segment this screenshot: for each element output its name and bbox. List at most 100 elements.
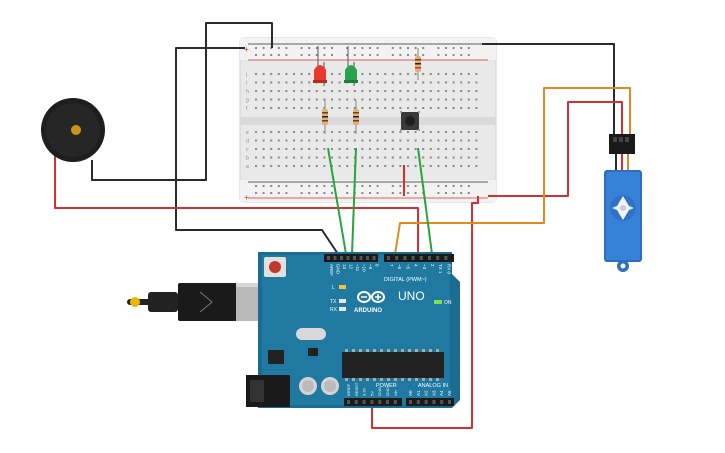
digital-pin[interactable] [395,256,399,260]
digital-pin[interactable] [436,256,440,260]
power-pin[interactable] [354,400,358,404]
wires [54,22,631,429]
digital-pin[interactable] [327,256,330,260]
digital-pin-label: 4 [414,264,419,267]
power-header-pins [347,400,451,404]
power-header-label: POWER [376,383,397,389]
rx-label: RX [330,307,338,313]
power-pin[interactable] [378,400,382,404]
wire-green-green-led[interactable] [351,147,357,255]
analog-pin[interactable] [424,400,428,404]
analog-pin-label: A1 [416,390,421,396]
piezo-buzzer[interactable] [41,98,105,162]
brand-label: ARDUINO [354,308,382,314]
digital-pin[interactable] [353,256,356,260]
digital-pin[interactable] [428,256,431,260]
wire-orange-servo-signal[interactable] [394,87,631,255]
digital-header-label: DIGITAL (PWM~) [384,277,427,283]
power-pin[interactable] [393,400,397,404]
digital-pin[interactable] [366,256,369,260]
digital-pin-label: 12 [349,264,354,270]
digital-pin-label: 13 [342,264,347,270]
wire-green-button[interactable] [417,147,433,255]
row-letter: i [246,81,247,87]
resistor-2[interactable] [353,100,359,134]
row-letter: c [246,147,249,153]
digital-pin-label: 2 [430,264,435,267]
digital-pin-label: RX 0 [446,264,451,275]
rail-plus-label-bottom: + [244,193,249,202]
power-pin-label: GND [377,387,382,396]
row-letter: b [246,156,249,162]
resistor-3[interactable] [415,48,421,80]
analog-pin[interactable] [432,400,436,404]
analog-pin[interactable] [440,400,444,404]
power-pin[interactable] [370,400,374,404]
analog-pin[interactable] [416,400,420,404]
wire-red-servo[interactable] [488,101,623,197]
analog-pin[interactable] [448,400,451,404]
power-pin[interactable] [347,400,350,404]
digital-pin-label: AREF [329,264,334,276]
analog-pin-label: A0 [408,390,413,396]
chip-pins [345,349,439,381]
wire-black-buzzer[interactable] [91,22,273,181]
led-green[interactable] [344,46,358,86]
model-label: UNO [398,289,425,303]
wire-red-5v[interactable] [371,196,479,429]
wire-black-servo[interactable] [482,43,615,135]
resistor-1[interactable] [322,100,328,134]
row-letter: h [246,89,249,95]
analog-pin-label: A3 [431,390,436,396]
power-pin-label: RESET [354,382,359,396]
digital-pin[interactable] [372,256,376,260]
power-pin-label: IOREF [346,383,351,396]
wire-green-red-led[interactable] [327,147,347,255]
micro-servo[interactable] [604,134,642,272]
digital-pin-label: TX 1 [438,264,443,274]
digital-pin-label: ~9 [368,264,373,270]
analog-pin[interactable] [409,400,412,404]
row-letter: d [246,139,249,145]
digital-pin[interactable] [333,256,337,260]
digital-pin[interactable] [359,256,363,260]
power-pin-label: Vin [393,390,398,396]
digital-pin[interactable] [403,256,407,260]
digital-pin[interactable] [340,256,343,260]
digital-pin-label: ~3 [422,264,427,270]
power-pin-label: 3.3V [362,387,367,396]
power-pin-label: 5V [369,391,374,396]
led-red[interactable] [313,46,327,86]
digital-pin[interactable] [411,256,415,260]
digital-pin[interactable] [444,256,448,260]
tx-label: TX [330,299,337,305]
row-letter: g [246,98,249,104]
analog-pin-label: A2 [424,390,429,396]
power-pin[interactable] [386,400,389,404]
pushbutton[interactable] [400,111,420,131]
digital-pin-label: 7 [389,264,394,267]
wire-red-buzzer[interactable] [54,150,419,254]
row-letter: j [245,72,247,78]
digital-pin-label: GND [336,264,341,275]
digital-pin-label: ~11 [355,264,360,272]
digital-pin-label: ~10 [362,264,367,272]
rail-plus-label: + [244,45,249,54]
arduino-logo [357,291,385,303]
wire-black-gnd[interactable] [175,47,339,255]
row-letter: e [246,130,249,136]
row-letter: a [246,164,249,170]
on-led-label: ON [444,300,452,306]
analog-header-label: ANALOG IN [418,383,448,389]
digital-pin[interactable] [387,256,390,260]
row-letter: f [246,106,248,112]
power-pin[interactable] [362,400,366,404]
digital-pin[interactable] [419,256,423,260]
digital-pin[interactable] [346,256,350,260]
